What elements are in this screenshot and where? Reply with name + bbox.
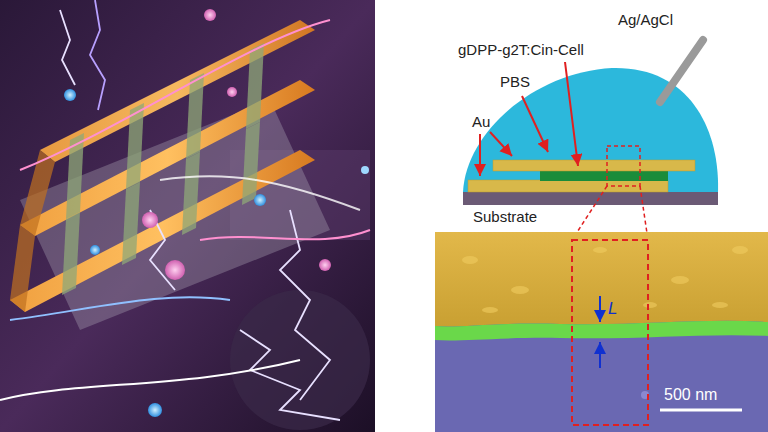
illustration-ground <box>0 0 375 432</box>
substrate-layer <box>463 192 718 205</box>
polymer-film <box>540 170 668 181</box>
electrode-label: Ag/AgCl <box>618 12 673 29</box>
pbs-drop <box>463 68 718 192</box>
substrate-label: Substrate <box>473 209 537 226</box>
sem-image <box>435 232 768 432</box>
electrode-rod <box>660 40 703 102</box>
scale-label: 500 nm <box>664 386 717 404</box>
scale-bar <box>660 409 742 412</box>
zoom-box <box>607 146 640 186</box>
electrode-plate <box>10 150 315 312</box>
polymer-label: gDPP-g2T:Cin-Cell <box>458 42 584 59</box>
gold-bottom <box>468 180 668 192</box>
length-symbol: L <box>608 300 617 319</box>
electrolyte-label: PBS <box>500 74 530 91</box>
gold-top <box>493 160 695 171</box>
gold-label: Au <box>472 114 490 131</box>
